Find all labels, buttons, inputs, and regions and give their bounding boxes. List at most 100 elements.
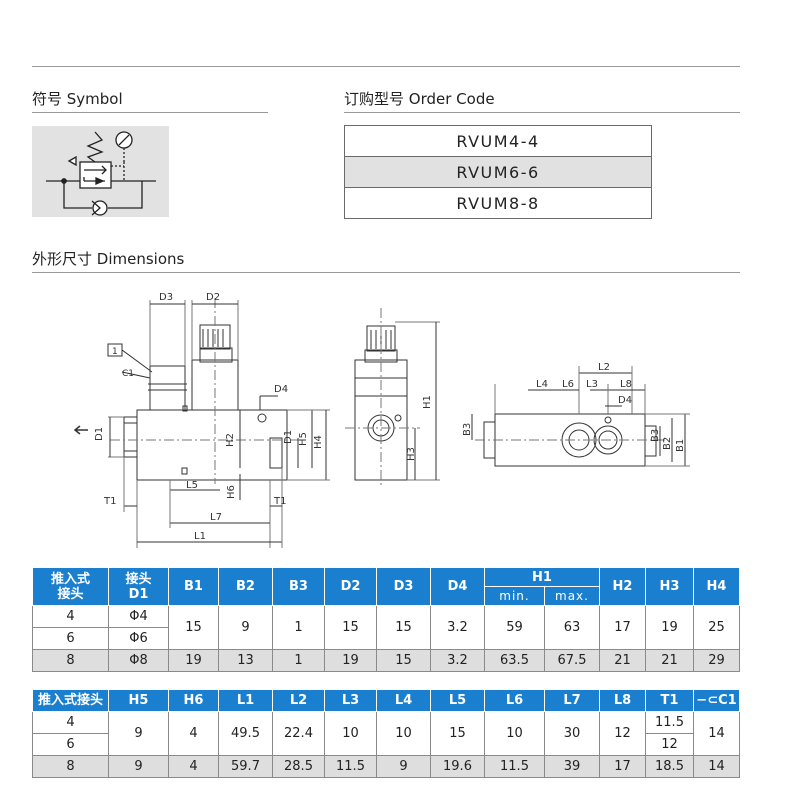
header-d2: D2: [324, 567, 377, 606]
cell-c1: 14: [693, 711, 740, 756]
header-l7: L7: [544, 689, 600, 712]
cell-t1: 18.5: [645, 755, 694, 778]
label-d3: D3: [159, 292, 173, 303]
dimension-drawing: D3 D2 D4 D1 H2 D1 H5 H4 H6 L5 L7 L1 T1 T…: [73, 292, 690, 548]
cell-l3: 10: [324, 711, 377, 756]
cell-size: 8: [32, 649, 109, 672]
cell-l8: 12: [599, 711, 646, 756]
label-d2: D2: [206, 292, 220, 303]
table-row: 8 9 4 59.7 28.5 11.5 9 19.6 11.5 39 17 1…: [32, 755, 740, 778]
cell-d3: 15: [376, 649, 431, 672]
cell-h4: 29: [693, 649, 740, 672]
header-l8: L8: [599, 689, 646, 712]
label-t1-right: T1: [273, 496, 286, 507]
header-h3: H3: [645, 567, 694, 606]
header-h1: H1: [484, 567, 600, 587]
header-h4: H4: [693, 567, 740, 606]
top-rule: [32, 66, 740, 67]
label-h6: H6: [226, 485, 237, 499]
cell-d3: 15: [376, 605, 431, 650]
cell-l1: 59.7: [218, 755, 273, 778]
label-l2: L2: [598, 362, 610, 373]
label-c1: C1: [122, 369, 134, 379]
label-b3-left: B3: [462, 423, 473, 436]
cell-l7: 30: [544, 711, 600, 756]
label-d1-left: D1: [94, 427, 105, 441]
cell-b1: 15: [168, 605, 219, 650]
cell-h5: 9: [108, 755, 169, 778]
label-d4: D4: [274, 384, 288, 395]
header-l2: L2: [272, 689, 325, 712]
header-h1-min: min.: [484, 586, 545, 606]
header-h6: H6: [168, 689, 219, 712]
header-h2: H2: [599, 567, 646, 606]
wrench-icon: −⊂: [696, 693, 719, 708]
cell-l4: 9: [376, 755, 431, 778]
cell-b3: 1: [272, 605, 325, 650]
cell-l3: 11.5: [324, 755, 377, 778]
label-b2: B2: [662, 437, 673, 450]
label-t1-left: T1: [103, 496, 116, 507]
order-row: RVUM6-6: [344, 156, 652, 188]
label-l3: L3: [586, 379, 598, 390]
cell-b3: 1: [272, 649, 325, 672]
table-row: 4 Φ4 15 9 1 15 15 3.2 59 63 17 19 25: [32, 605, 740, 650]
symbol-rule: [32, 112, 268, 113]
label-l8: L8: [620, 379, 632, 390]
header-l3: L3: [324, 689, 377, 712]
table-row: 8 Φ8 19 13 1 19 15 3.2 63.5 67.5 21 21 2…: [32, 649, 740, 672]
label-l4: L4: [536, 379, 548, 390]
cell-size: 4: [32, 711, 109, 734]
header-l4: L4: [376, 689, 431, 712]
label-l6: L6: [562, 379, 574, 390]
cell-l6: 11.5: [484, 755, 545, 778]
label-h3: H3: [406, 447, 417, 461]
cell-l4: 10: [376, 711, 431, 756]
spec-table-2: 推入式接头 H5 H6 L1 L2 L3 L4 L5 L6 L7 L8 T1 −…: [32, 689, 740, 778]
cell-l5: 19.6: [430, 755, 485, 778]
label-l1: L1: [194, 531, 206, 542]
cell-size: 6: [32, 733, 109, 756]
cell-c1: 14: [693, 755, 740, 778]
cell-d1: Φ4: [108, 605, 169, 628]
cell-l7: 39: [544, 755, 600, 778]
header-c1: −⊂C1: [693, 689, 740, 712]
cell-size: 4: [32, 605, 109, 628]
order-code-cell: RVUM8-8: [344, 187, 652, 219]
cell-d2: 15: [324, 605, 377, 650]
header-l5: L5: [430, 689, 485, 712]
cell-h3: 21: [645, 649, 694, 672]
header-l1: L1: [218, 689, 273, 712]
header-b2: B2: [218, 567, 273, 606]
order-row: RVUM8-8: [344, 187, 652, 219]
cell-h2: 17: [599, 605, 646, 650]
order-row: RVUM4-4: [344, 125, 652, 157]
cell-l2: 22.4: [272, 711, 325, 756]
label-callout-1: 1: [112, 347, 118, 357]
cell-h1-max: 67.5: [544, 649, 600, 672]
cell-b1: 19: [168, 649, 219, 672]
header-push-in: 推入式接头: [32, 567, 109, 606]
cell-h5: 9: [108, 711, 169, 756]
order-code-cell: RVUM4-4: [344, 125, 652, 157]
pneumatic-symbol: [32, 126, 169, 217]
header-d3: D3: [376, 567, 431, 606]
cell-h1-min: 59: [484, 605, 545, 650]
order-code-cell: RVUM6-6: [344, 156, 652, 188]
cell-l6: 10: [484, 711, 545, 756]
cell-h4: 25: [693, 605, 740, 650]
label-d1-right: D1: [283, 430, 294, 444]
header-l6: L6: [484, 689, 545, 712]
cell-d2: 19: [324, 649, 377, 672]
order-code-table: RVUM4-4 RVUM6-6 RVUM8-8: [344, 125, 652, 219]
header-h1-max: max.: [544, 586, 600, 606]
cell-h1-min: 63.5: [484, 649, 545, 672]
label-l5: L5: [186, 480, 198, 491]
cell-l1: 49.5: [218, 711, 273, 756]
cell-size: 6: [32, 627, 109, 650]
cell-d1: Φ8: [108, 649, 169, 672]
cell-d4: 3.2: [430, 605, 485, 650]
table-row: 4 9 4 49.5 22.4 10 10 15 10 30 12 11.5 1…: [32, 711, 740, 756]
